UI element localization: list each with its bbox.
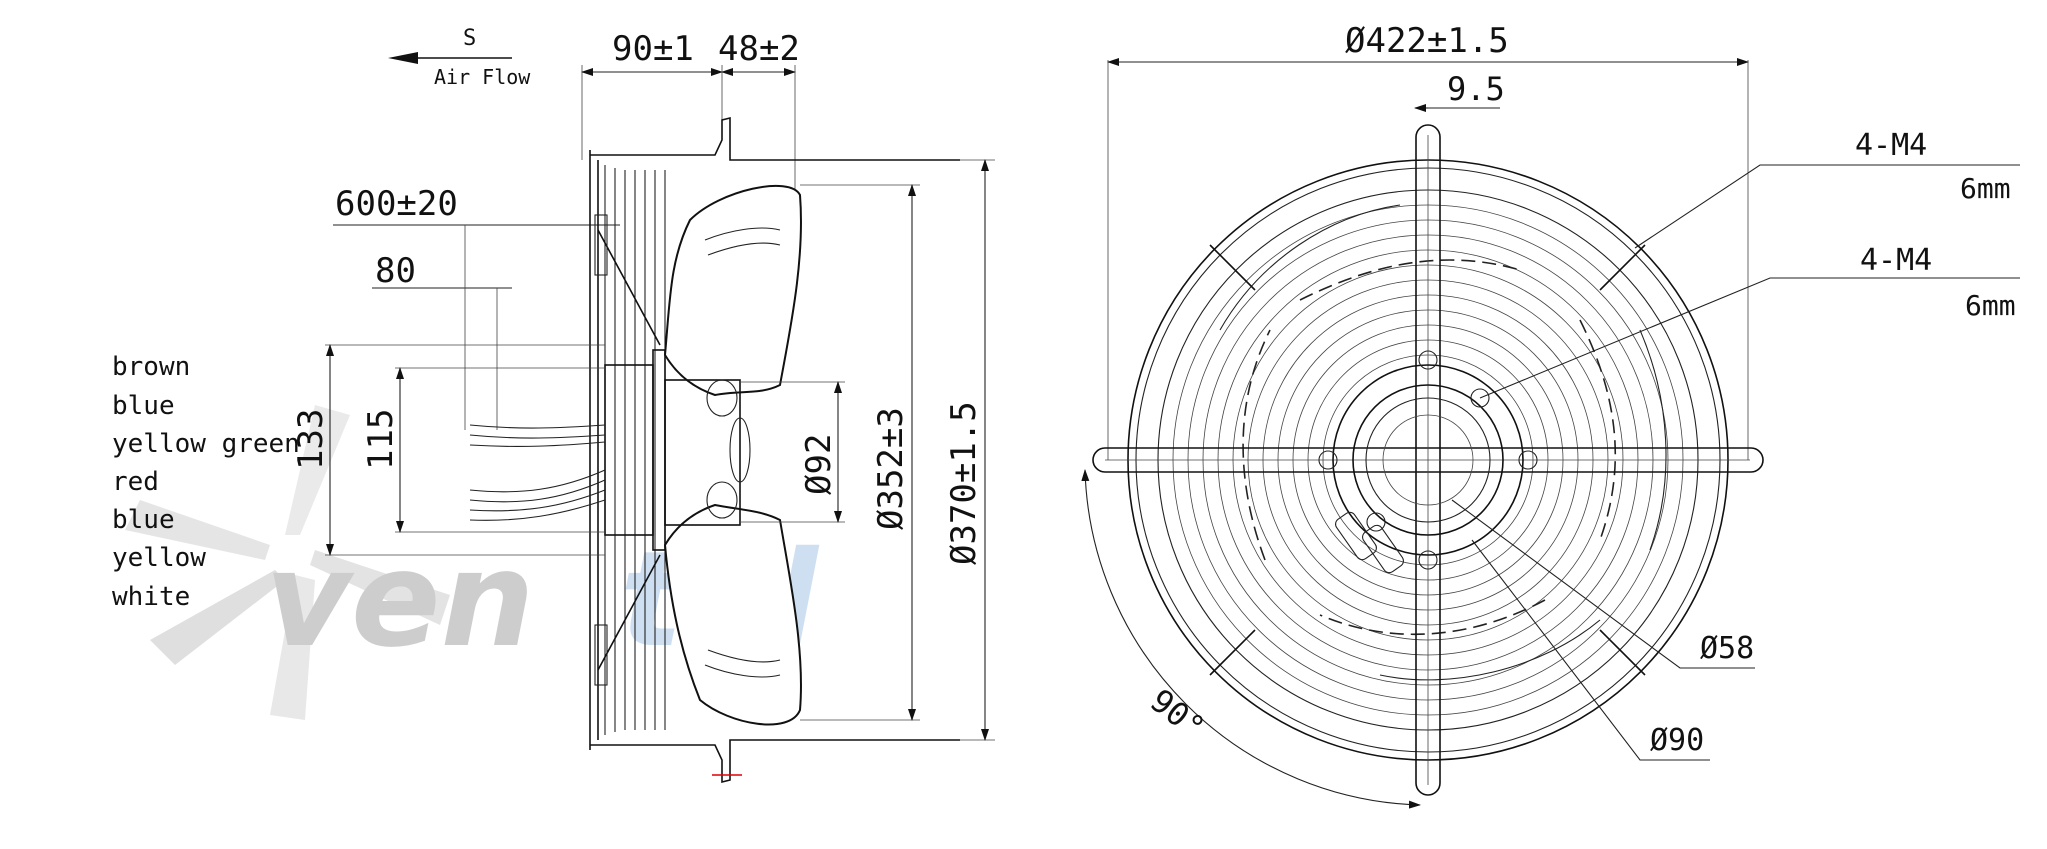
dim-slot: 9.5 xyxy=(1447,70,1505,108)
thread-depth-2: 6mm xyxy=(1965,289,2016,322)
watermark-text-gray: ven xyxy=(265,523,535,677)
dim-hub: Ø92 xyxy=(799,434,839,495)
wire-label: yellow green xyxy=(112,429,300,459)
dim-motor-133: 133 xyxy=(291,409,331,470)
dim-cable-length: 600±20 xyxy=(335,184,458,224)
thread-label-1: 4-M4 xyxy=(1855,128,1927,163)
watermark-fan-icon xyxy=(125,405,450,720)
dim-guard-diameter: Ø370±1.5 xyxy=(944,401,984,565)
dim-strip: 80 xyxy=(375,251,416,291)
wire-label: yellow xyxy=(112,543,206,573)
wire-label: blue xyxy=(112,391,175,421)
dim-bolt-circle-90: Ø90 xyxy=(1650,723,1704,758)
dim-offset: 48±2 xyxy=(718,29,800,69)
dim-blade-diameter: Ø352±3 xyxy=(871,407,911,530)
dim-overall: Ø422±1.5 xyxy=(1345,21,1509,61)
arrow-left-icon xyxy=(388,52,418,64)
airflow-indicator: S Air Flow xyxy=(388,26,531,89)
side-view: S Air Flow 90±1 48±2 600±20 80 xyxy=(112,26,995,784)
airflow-letter: S xyxy=(463,26,476,51)
wire-label: white xyxy=(112,582,190,612)
front-view: Ø422±1.5 9.5 xyxy=(1081,21,2020,809)
thread-depth-1: 6mm xyxy=(1960,172,2011,205)
dim-motor-115: 115 xyxy=(361,409,401,470)
angle-label: 90° xyxy=(1143,681,1212,747)
wire-label: brown xyxy=(112,352,190,382)
airflow-text: Air Flow xyxy=(434,65,531,89)
dim-depth: 90±1 xyxy=(612,29,694,69)
dim-bolt-circle-58: Ø58 xyxy=(1700,631,1754,666)
wire-label: blue xyxy=(112,505,175,535)
wire-list: brown blue yellow green red blue yellow … xyxy=(112,352,300,612)
thread-label-2: 4-M4 xyxy=(1860,243,1932,278)
wire-label: red xyxy=(112,467,159,497)
